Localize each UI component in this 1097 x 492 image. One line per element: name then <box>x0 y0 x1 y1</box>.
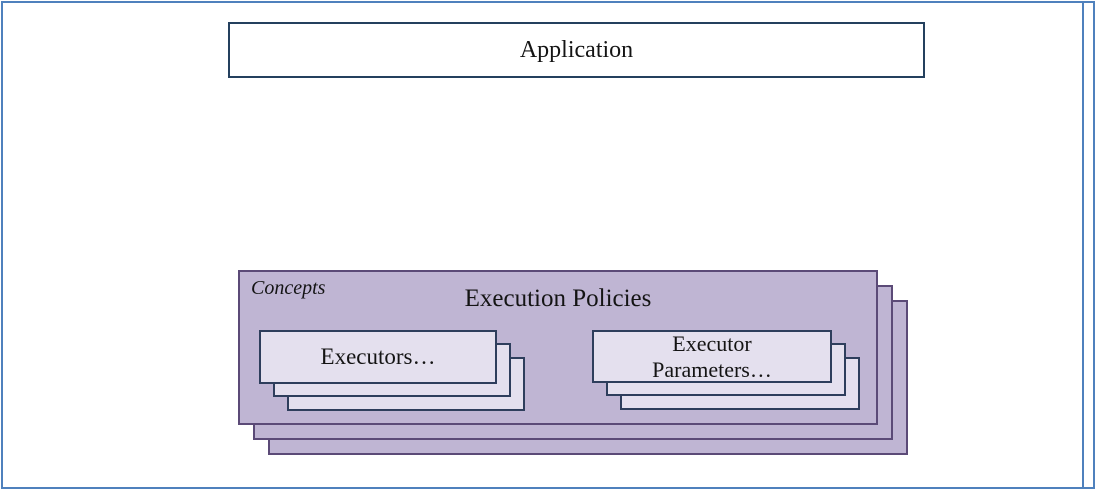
application-box: Application <box>228 22 925 78</box>
application-label: Application <box>519 36 634 63</box>
concepts-corner-label: Concepts <box>251 277 326 299</box>
executor-parameters-box: Executor Parameters… <box>592 330 832 383</box>
execution-policies-title: Execution Policies <box>464 285 652 312</box>
executor-parameters-label-line1: Executor <box>672 330 752 356</box>
concepts-group-box: Concepts Execution Policies Executors… E… <box>238 270 878 425</box>
executors-box: Executors… <box>259 330 497 384</box>
executors-label: Executors… <box>320 344 436 369</box>
executor-parameters-label-line2: Parameters… <box>652 356 772 382</box>
slide-right-edge-line <box>1082 3 1084 487</box>
